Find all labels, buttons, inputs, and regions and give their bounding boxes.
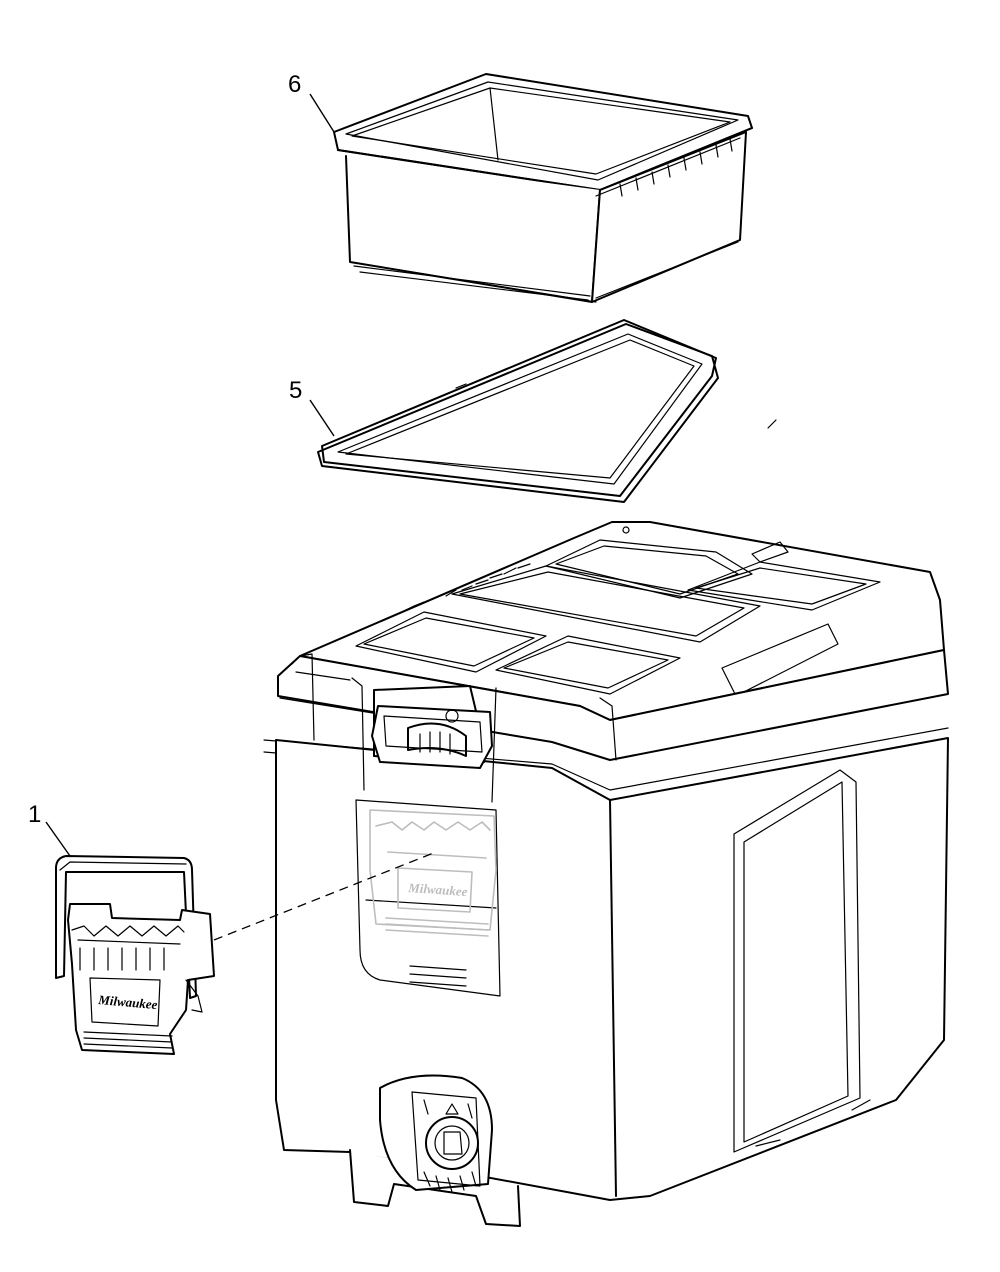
callout-1: 1	[28, 801, 41, 828]
callout-5: 5	[289, 377, 302, 404]
leader-line-6	[309, 93, 335, 133]
tray-rib-marks	[619, 138, 733, 197]
callout-6: 6	[288, 71, 301, 98]
toolbox-body: Milwaukee	[263, 521, 949, 1227]
leader-line-5	[309, 399, 335, 437]
latch-brand-mark: Milwaukee	[97, 992, 159, 1012]
leader-line-1	[45, 821, 71, 857]
mounted-latch	[371, 685, 493, 769]
part-seal	[317, 319, 777, 503]
ghost-brand-mark: Milwaukee	[407, 880, 468, 899]
part-tray	[333, 73, 753, 303]
plug-grip-ribs	[423, 1099, 477, 1193]
part-latch	[55, 855, 215, 1055]
lid-vent-ribs	[405, 563, 531, 611]
ghost-latch-outline	[369, 809, 497, 937]
assembly-dashed-line	[213, 851, 437, 941]
